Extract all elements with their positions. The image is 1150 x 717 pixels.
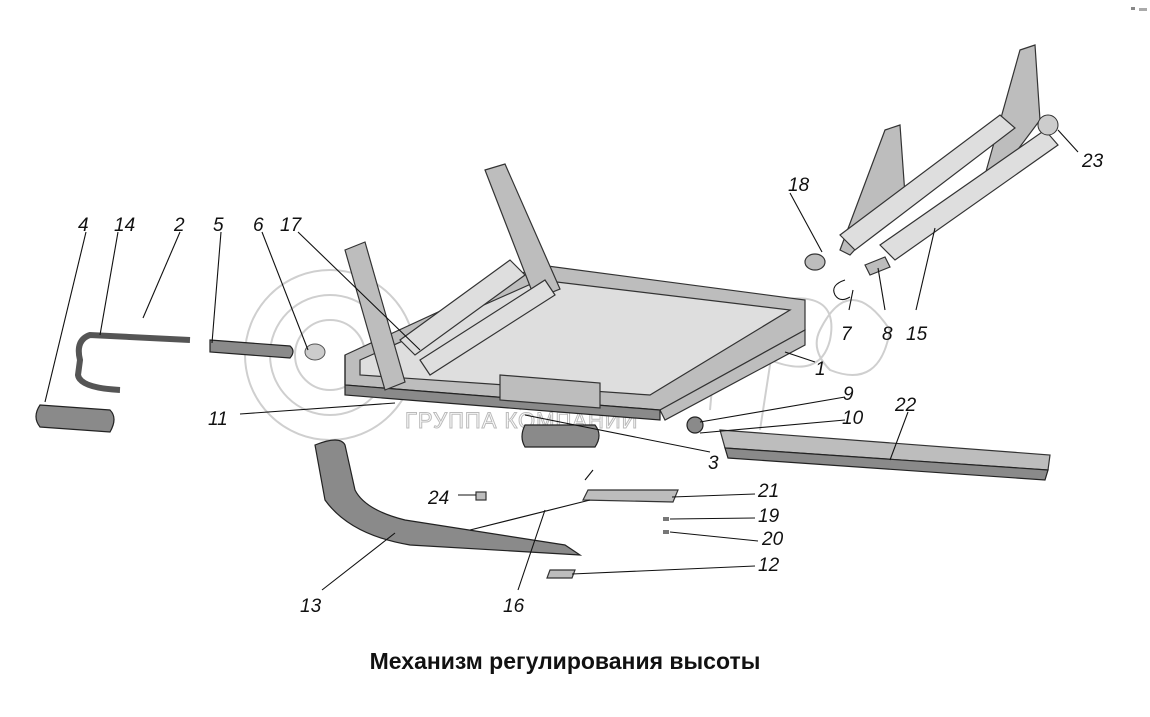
upper-frame (839, 44, 1059, 261)
pin-19 (663, 517, 669, 521)
label-4: 4 (78, 215, 89, 236)
pad-12 (546, 569, 576, 579)
label-16: 16 (503, 596, 525, 617)
rail-22 (719, 429, 1051, 481)
handle-4 (35, 404, 115, 433)
label-9: 9 (843, 384, 854, 405)
label-7: 7 (841, 324, 853, 345)
cable-16 (469, 469, 594, 531)
label-23: 23 (1081, 151, 1104, 172)
label-24: 24 (427, 488, 449, 509)
corner-mark (1131, 7, 1135, 10)
seat-frame (344, 163, 806, 421)
label-2: 2 (173, 215, 185, 236)
label-12: 12 (758, 555, 780, 576)
bushing-18 (804, 253, 826, 271)
plate-21 (582, 489, 679, 503)
diagram-title: Механизм регулирования высоты (369, 648, 761, 674)
label-20: 20 (761, 529, 784, 550)
label-15: 15 (906, 324, 928, 345)
label-19: 19 (758, 506, 780, 527)
pin-8 (864, 256, 891, 276)
bolt-24 (475, 491, 487, 501)
leader-lines (44, 129, 1079, 591)
label-5: 5 (213, 215, 224, 236)
rod-14 (74, 331, 191, 393)
pad-3 (521, 424, 600, 448)
label-11: 11 (208, 409, 228, 430)
label-10: 10 (842, 408, 864, 429)
part-labels: 4 14 2 5 6 17 18 23 7 8 15 1 9 10 22 11 … (78, 151, 1104, 617)
spring-6 (304, 343, 326, 361)
label-6: 6 (253, 215, 264, 236)
label-21: 21 (757, 481, 779, 502)
label-8: 8 (882, 324, 893, 345)
washer-9 (686, 416, 704, 434)
corner-mark (1139, 8, 1147, 11)
label-14: 14 (114, 215, 135, 236)
label-18: 18 (788, 175, 810, 196)
label-1: 1 (815, 359, 826, 380)
rod-5 (209, 339, 294, 359)
label-17: 17 (280, 215, 303, 236)
pin-20 (663, 530, 669, 534)
label-3: 3 (708, 453, 719, 474)
clip-7 (833, 279, 851, 301)
lever-13 (314, 439, 583, 556)
label-22: 22 (894, 395, 917, 416)
label-13: 13 (300, 596, 322, 617)
